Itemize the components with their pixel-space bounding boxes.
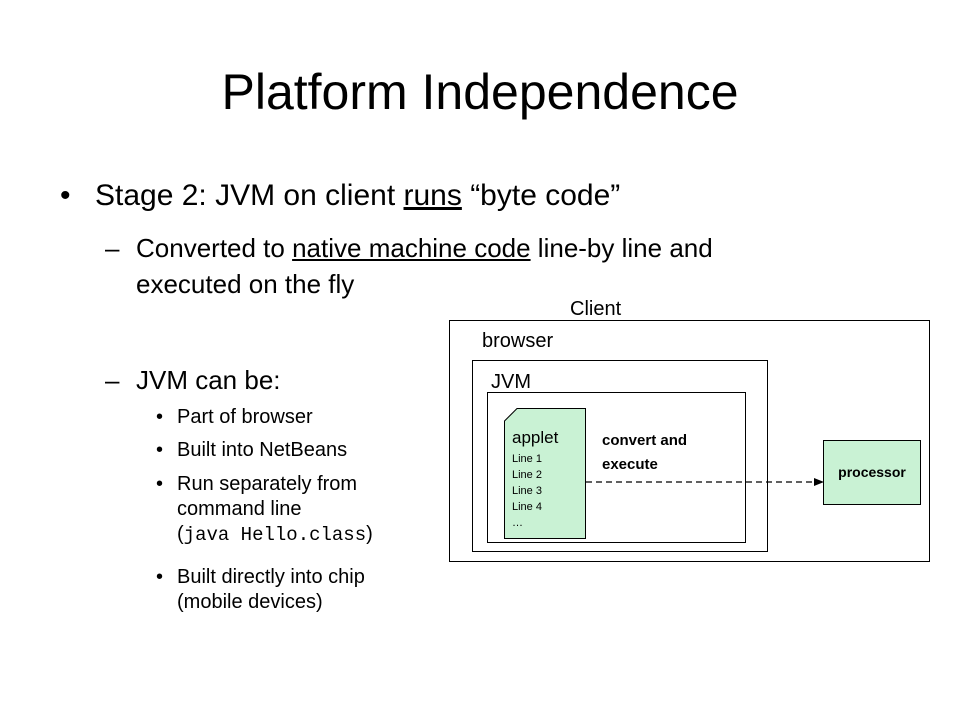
converted-prefix: Converted to bbox=[136, 233, 293, 263]
converted-line2: executed on the fly bbox=[136, 269, 355, 299]
item-netbeans: Built into NetBeans bbox=[177, 439, 348, 461]
item-part-of-browser: Part of browser bbox=[177, 406, 313, 428]
item-chip-line1: Built directly into chip bbox=[177, 566, 365, 588]
client-label: Client bbox=[570, 298, 622, 320]
item-run-separately-line1: Run separately from bbox=[177, 473, 358, 495]
item-bullet: • bbox=[156, 439, 164, 461]
client-box bbox=[449, 320, 930, 562]
applet-line-1: Line 1 bbox=[512, 453, 542, 465]
stage2-suffix: “byte code” bbox=[461, 179, 621, 212]
code-snippet: java Hello.class bbox=[183, 524, 367, 546]
applet-line-ellipsis: … bbox=[512, 517, 523, 529]
converted-suffix: line-by line and bbox=[530, 233, 713, 263]
processor-label: processor bbox=[838, 464, 906, 480]
converted-dash: – bbox=[105, 233, 120, 263]
jvm-box bbox=[487, 392, 746, 543]
applet-line-3: Line 3 bbox=[512, 485, 542, 497]
converted-line1: Converted to native machine code line-by… bbox=[136, 232, 713, 264]
jvm-label: JVM bbox=[491, 371, 531, 393]
code-close-paren: ) bbox=[366, 523, 373, 545]
stage2-bullet: Stage 2: JVM on client runs “byte code” bbox=[95, 178, 620, 214]
convert-label-line2: execute bbox=[602, 456, 658, 473]
applet-line-4: Line 4 bbox=[512, 501, 542, 513]
stage2-bullet-marker: • bbox=[60, 179, 71, 212]
page-title: Platform Independence bbox=[221, 64, 739, 120]
browser-label: browser bbox=[482, 330, 554, 352]
item-bullet: • bbox=[156, 473, 164, 495]
browser-box bbox=[472, 360, 768, 552]
item-run-separately-line2: command line bbox=[177, 498, 302, 520]
jvm-can-be: JVM can be: bbox=[136, 365, 281, 395]
applet-title: applet bbox=[512, 428, 559, 447]
dashed-arrow bbox=[586, 478, 824, 486]
code-open-paren: ( bbox=[177, 523, 184, 545]
applet-document-shape bbox=[504, 408, 586, 539]
item-bullet: • bbox=[156, 566, 164, 588]
stage2-runs: runs bbox=[403, 179, 462, 212]
applet-document-icon bbox=[504, 408, 586, 539]
stage2-prefix: Stage 2: JVM on client bbox=[95, 179, 404, 212]
item-chip-line2: (mobile devices) bbox=[177, 591, 323, 613]
dashed-arrow-head bbox=[814, 478, 824, 486]
processor-box bbox=[823, 440, 921, 505]
applet-line-2: Line 2 bbox=[512, 469, 542, 481]
item-run-separately-code: (java Hello.class) bbox=[177, 522, 373, 548]
converted-native: native machine code bbox=[292, 233, 531, 263]
jvm-can-be-dash: – bbox=[105, 365, 120, 395]
convert-label-line1: convert and bbox=[602, 432, 688, 449]
item-bullet: • bbox=[156, 406, 164, 428]
